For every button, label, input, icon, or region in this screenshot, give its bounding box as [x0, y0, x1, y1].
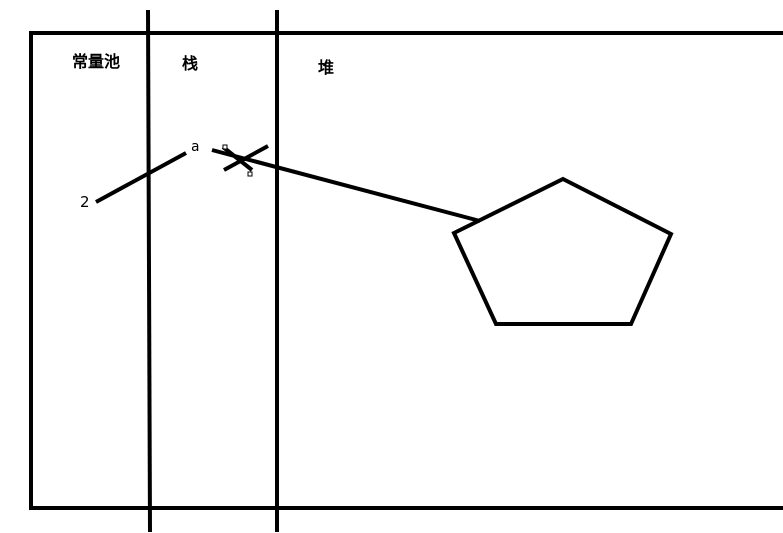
selection-handle — [222, 144, 228, 150]
cross-mark-stroke-2 — [223, 144, 269, 172]
constant-value-label: 2 — [80, 193, 90, 211]
divider-constant-pool-stack — [146, 9, 152, 533]
label-heap: 堆 — [318, 58, 335, 77]
label-stack: 栈 — [182, 54, 199, 73]
label-constant-pool: 常量池 — [72, 52, 121, 71]
heap-object-pentagon — [451, 176, 674, 326]
cross-mark-stroke-1 — [221, 145, 254, 172]
reference-line-to-constant — [95, 151, 187, 204]
variable-a-label: a — [191, 139, 200, 155]
reference-line-to-heap-object — [211, 148, 481, 223]
selection-handle — [247, 171, 253, 177]
memory-outline — [29, 31, 783, 510]
